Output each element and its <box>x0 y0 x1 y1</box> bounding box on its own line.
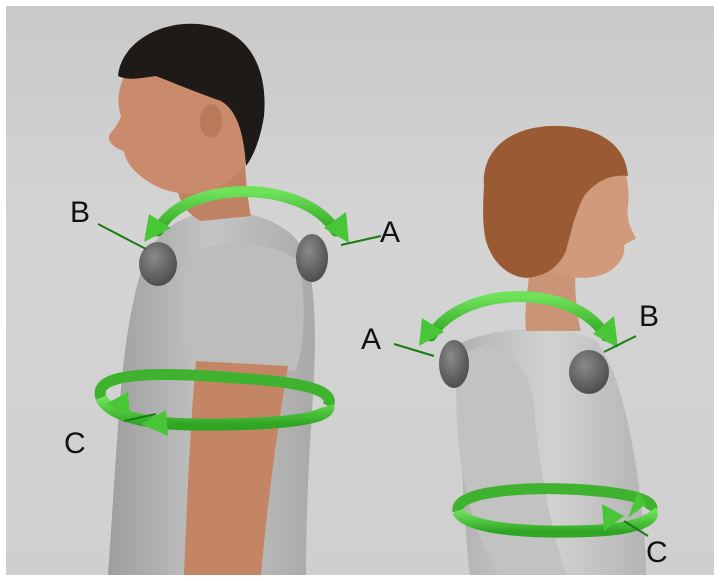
man-label-a: A <box>380 216 400 249</box>
man-sensor-a <box>296 234 328 282</box>
man-label-c: C <box>64 427 86 460</box>
man-ear <box>200 104 222 138</box>
man-figure <box>108 24 328 575</box>
woman-label-c: C <box>646 536 668 569</box>
man-label-b: B <box>70 196 90 229</box>
woman-sensor-a <box>439 340 469 388</box>
woman-sensor-b <box>569 350 609 394</box>
man-sleeve <box>182 244 303 371</box>
posture-illustration: B A C A B C <box>6 6 714 575</box>
illustration-frame: B A C A B C <box>6 6 714 575</box>
woman-figure <box>439 126 646 575</box>
woman-label-b: B <box>639 300 659 333</box>
woman-label-a: A <box>361 323 381 356</box>
